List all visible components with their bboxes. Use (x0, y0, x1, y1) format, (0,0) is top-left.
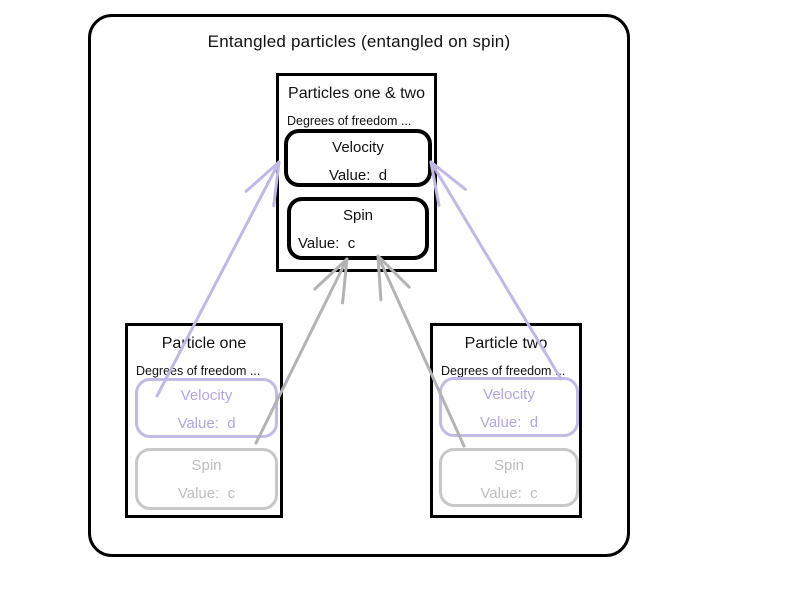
degrees-of-freedom-label: Degrees of freedom ... (136, 364, 261, 378)
combined-velocity-box: Velocity Value: d (284, 129, 432, 187)
spin-value: Value: c (480, 485, 538, 502)
velocity-value: Value: d (328, 167, 388, 184)
velocity-label: Velocity (483, 386, 535, 403)
spin-value: Value: c (298, 235, 356, 252)
degrees-of-freedom-label: Degrees of freedom ... (287, 114, 412, 128)
particle-one-velocity-box: Velocity Value: d (135, 378, 278, 438)
velocity-label: Velocity (332, 139, 384, 156)
particle-two-title: Particle two (464, 335, 548, 352)
particles-one-and-two-title: Particles one & two (288, 85, 425, 102)
particles-one-and-two-box: Particles one & two Degrees of freedom .… (276, 73, 437, 272)
particle-two-spin-box: Spin Value: c (439, 448, 579, 507)
velocity-value: Value: d (177, 415, 236, 432)
degrees-of-freedom-label: Degrees of freedom ... (441, 364, 566, 378)
velocity-label: Velocity (180, 387, 233, 404)
particle-two-velocity-box: Velocity Value: d (439, 377, 579, 437)
combined-spin-box: Spin Value: c (287, 197, 429, 260)
spin-label: Spin (342, 207, 374, 224)
spin-label: Spin (191, 457, 222, 474)
particle-one-box: Particle one Degrees of freedom ... Velo… (125, 323, 283, 518)
particle-one-spin-box: Spin Value: c (135, 448, 278, 510)
spin-label: Spin (493, 457, 525, 474)
spin-value: Value: c (177, 485, 236, 502)
particle-two-box: Particle two Degrees of freedom ... Velo… (430, 323, 582, 518)
particle-one-title: Particle one (161, 335, 247, 352)
velocity-value: Value: d (479, 414, 539, 431)
diagram-title: Entangled particles (entangled on spin) (207, 32, 511, 51)
